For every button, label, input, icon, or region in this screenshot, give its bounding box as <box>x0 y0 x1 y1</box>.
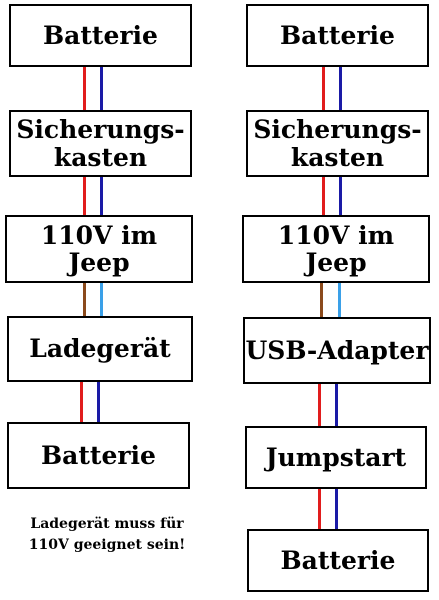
note-line2: 110V geeignet sein! <box>28 537 186 553</box>
left-battery-label: Batterie <box>43 20 158 50</box>
left-battery-box: Batterie <box>9 4 192 67</box>
right-fusebox-label-line2: kasten <box>290 142 385 172</box>
right-usb-adapter-box: USB-Adapter <box>243 317 431 384</box>
right-fusebox-box: Sicherungs- kasten <box>246 110 429 177</box>
right-110v-box: 110V im Jeep <box>242 215 430 283</box>
left-wire-charger-battery-negative <box>97 381 100 423</box>
right-wire-fuse-110v-negative <box>339 176 342 216</box>
right-wire-battery-fuse-positive <box>322 66 325 111</box>
left-fusebox-label-line1: Sicherungs- <box>16 115 185 144</box>
right-wire-usb-jumpstart-positive <box>318 383 321 427</box>
right-wire-110v-usb-blue <box>338 282 341 318</box>
left-wire-charger-battery-positive <box>80 381 83 423</box>
left-wire-fuse-110v-positive <box>83 176 86 216</box>
right-wire-jumpstart-battery-positive <box>318 488 321 530</box>
left-wire-fuse-110v-negative <box>100 176 103 216</box>
left-fusebox-box: Sicherungs- kasten <box>9 110 192 177</box>
left-wire-battery-fuse-positive <box>83 66 86 111</box>
left-110v-box: 110V im Jeep <box>5 215 193 283</box>
right-wire-usb-jumpstart-negative <box>335 383 338 427</box>
charger-voltage-note: Ladegerät muss für 110V geeignet sein! <box>12 514 202 556</box>
note-line1: Ladegerät muss für <box>30 516 184 532</box>
left-target-battery-box: Batterie <box>7 422 190 489</box>
right-wire-jumpstart-battery-negative <box>335 488 338 530</box>
right-jumpstart-label: Jumpstart <box>265 442 407 472</box>
right-110v-label: 110V im Jeep <box>277 220 395 277</box>
right-target-battery-label: Batterie <box>280 545 396 575</box>
left-charger-label: Ladegerät <box>29 334 171 364</box>
right-wire-110v-usb-brown <box>320 282 323 318</box>
left-charger-box: Ladegerät <box>7 316 193 382</box>
right-target-battery-box: Batterie <box>247 529 429 592</box>
right-battery-box: Batterie <box>246 4 429 67</box>
right-usb-adapter-label: USB-Adapter <box>245 335 429 365</box>
left-wire-110v-charger-blue <box>100 282 103 317</box>
right-fusebox-label-line1: Sicherungs- <box>253 115 422 144</box>
right-jumpstart-box: Jumpstart <box>245 426 427 489</box>
left-wire-battery-fuse-negative <box>100 66 103 111</box>
left-target-battery-label: Batterie <box>41 440 156 470</box>
left-wire-110v-charger-brown <box>83 282 86 317</box>
right-wire-battery-fuse-negative <box>339 66 342 111</box>
left-110v-label: 110V im Jeep <box>40 220 158 277</box>
right-battery-label: Batterie <box>280 20 395 50</box>
left-fusebox-label-line2: kasten <box>53 142 148 172</box>
right-wire-fuse-110v-positive <box>322 176 325 216</box>
